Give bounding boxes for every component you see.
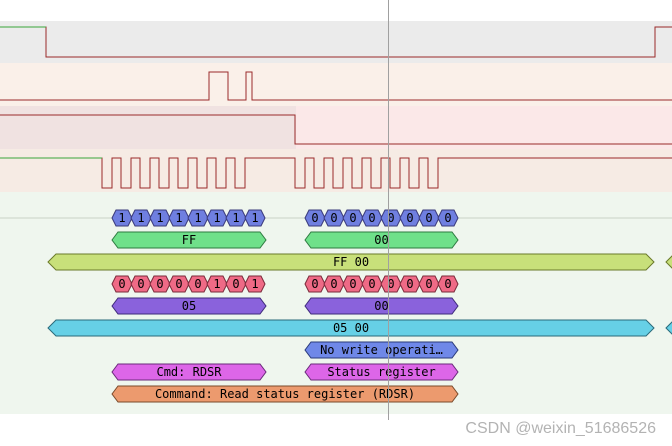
cmd-shape bbox=[111, 363, 267, 381]
bit-label: 0 bbox=[425, 277, 433, 291]
time-cursor[interactable] bbox=[388, 0, 389, 420]
mosi-frame-label: FF 00 bbox=[332, 255, 370, 269]
miso-frame-shape bbox=[47, 319, 655, 337]
mosi-byte-1-label: FF bbox=[181, 233, 197, 247]
bit-label: 0 bbox=[444, 277, 452, 291]
wave-lane3 bbox=[0, 114, 672, 145]
miso-byte-2-shape bbox=[304, 297, 459, 315]
bit-label: 0 bbox=[156, 277, 164, 291]
bit-label: 0 bbox=[387, 277, 395, 291]
miso-bits-1 bbox=[111, 275, 266, 293]
bit-label: 0 bbox=[232, 277, 240, 291]
status-register-label: Status register bbox=[327, 365, 436, 379]
mosi-frame-shape bbox=[47, 253, 655, 271]
bit-label: 1 bbox=[251, 211, 259, 225]
bit-label: 1 bbox=[175, 211, 183, 225]
status-note-shape bbox=[304, 341, 459, 359]
bit-label: 0 bbox=[118, 277, 126, 291]
bit-label: 1 bbox=[251, 277, 259, 291]
signal-lane-cs bbox=[0, 21, 672, 63]
signal-lane-clk-a bbox=[0, 63, 672, 106]
bit-label: 0 bbox=[175, 277, 183, 291]
bit-label: 0 bbox=[311, 277, 319, 291]
bit-label: 0 bbox=[387, 211, 395, 225]
watermark: CSDN @weixin_51686526 bbox=[465, 420, 656, 437]
mosi-bits-2 bbox=[304, 209, 459, 227]
mosi-bits-1 bbox=[111, 209, 266, 227]
mosi-byte-2-label: 00 bbox=[374, 233, 389, 247]
bit-label: 1 bbox=[137, 211, 145, 225]
bit-label: 0 bbox=[194, 277, 202, 291]
bit-label: 1 bbox=[232, 211, 240, 225]
bit-label: 1 bbox=[118, 211, 126, 225]
miso-frame-label: 05 00 bbox=[332, 321, 370, 335]
bit-label: 0 bbox=[425, 211, 433, 225]
status-note-label: No write operati… bbox=[320, 343, 443, 357]
signal-lane-b-low bbox=[0, 106, 296, 149]
bit-label: 0 bbox=[444, 211, 452, 225]
command-label: Command: Read status register (RDSR) bbox=[154, 387, 416, 401]
bit-label: 1 bbox=[194, 211, 202, 225]
miso-bits-2 bbox=[304, 275, 459, 293]
wave-sck bbox=[0, 157, 672, 189]
bit-label: 0 bbox=[330, 277, 338, 291]
bit-label: 0 bbox=[406, 277, 414, 291]
bit-label: 1 bbox=[213, 277, 221, 291]
miso-byte-1-shape bbox=[111, 297, 267, 315]
bit-label: 0 bbox=[349, 211, 357, 225]
bit-label: 0 bbox=[406, 211, 414, 225]
command-shape bbox=[111, 385, 459, 403]
bit-label: 0 bbox=[311, 211, 319, 225]
mosi-byte-2-shape bbox=[304, 231, 459, 249]
bit-label: 1 bbox=[156, 211, 164, 225]
bit-label: 1 bbox=[213, 211, 221, 225]
bit-label: 0 bbox=[330, 211, 338, 225]
bit-label: 0 bbox=[368, 211, 376, 225]
miso-byte-1-label: 05 bbox=[181, 299, 197, 313]
mosi-byte-1-shape bbox=[111, 231, 267, 249]
bit-label: 0 bbox=[137, 277, 145, 291]
cmd-label: Cmd: RDSR bbox=[156, 365, 222, 379]
bit-label: 0 bbox=[368, 277, 376, 291]
bit-label: 0 bbox=[349, 277, 357, 291]
miso-byte-2-label: 00 bbox=[374, 299, 389, 313]
status-reg-shape bbox=[304, 363, 459, 381]
wave-lane2 bbox=[0, 71, 672, 101]
